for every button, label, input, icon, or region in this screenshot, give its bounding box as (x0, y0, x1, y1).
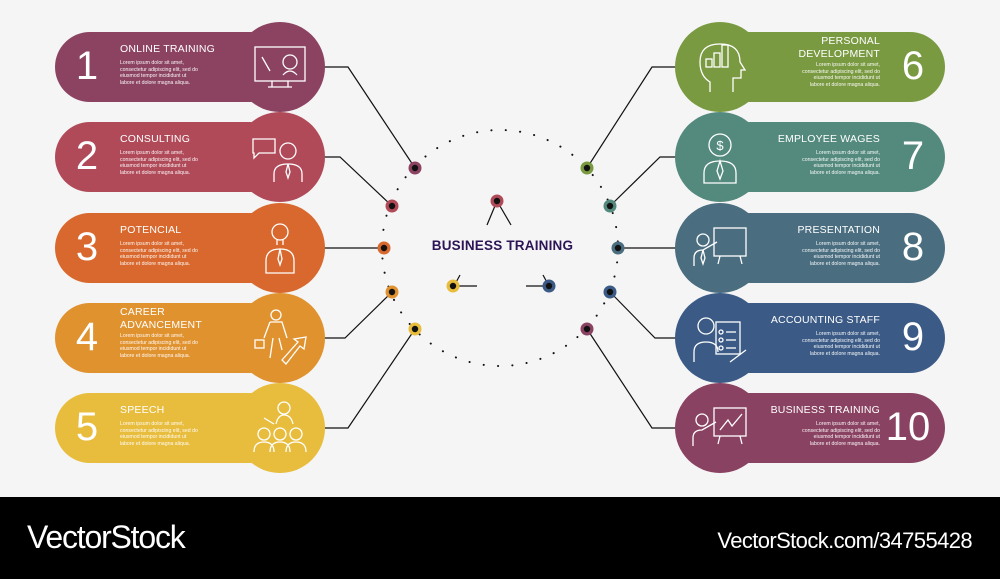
step-description: Lorem ipsum dolor sit amet, consectetur … (802, 150, 880, 176)
step-title: ACCOUNTING STAFF (770, 314, 880, 326)
step-title: PRESENTATION (797, 224, 880, 236)
step-title: ONLINE TRAINING (120, 43, 215, 55)
step-description: Lorem ipsum dolor sit amet, consectetur … (802, 421, 880, 447)
step-description: Lorem ipsum dolor sit amet, consectetur … (120, 421, 198, 447)
step-number: 5 (75, 405, 99, 449)
step-description: Lorem ipsum dolor sit amet, consectetur … (802, 331, 880, 357)
step-number: 4 (75, 315, 99, 359)
employee-dollar-icon: $ (703, 133, 737, 184)
step-number: 9 (901, 315, 925, 359)
svg-text:$: $ (716, 138, 724, 153)
step-number: 3 (75, 225, 99, 269)
online-training-icon (254, 46, 306, 88)
step-number: 6 (901, 44, 925, 88)
business-chart-icon (692, 407, 747, 446)
image-url: VectorStock.com/34755428 (717, 528, 972, 553)
head-growth-icon (699, 43, 747, 92)
step-description: Lorem ipsum dolor sit amet, consectetur … (802, 241, 880, 267)
step-description: Lorem ipsum dolor sit amet, consectetur … (120, 333, 198, 359)
step-title: SPEECH (120, 404, 165, 416)
infographic-canvas: BUSINESS TRAINING 1 ONLINE TRAINING Lore… (55, 22, 945, 473)
career-arrow-icon (254, 309, 307, 365)
step-number: 7 (901, 134, 925, 178)
vectorstock-logo: VectorStock (27, 519, 186, 555)
step-number: 1 (75, 44, 99, 88)
step-description: Lorem ipsum dolor sit amet, consectetur … (120, 241, 198, 267)
accounting-checklist-icon (693, 317, 747, 363)
watermark-footer: VectorStock VectorStock.com/34755428 (0, 497, 1000, 579)
step-number: 10 (885, 405, 931, 449)
step-title: POTENCIAL (120, 224, 182, 236)
step-title: CAREER ADVANCEMENT (120, 306, 202, 331)
speech-audience-icon (253, 401, 307, 453)
step-number: 2 (75, 134, 99, 178)
step-description: Lorem ipsum dolor sit amet, consectetur … (120, 150, 198, 176)
presentation-board-icon (693, 227, 747, 267)
center-title: BUSINESS TRAINING (431, 238, 574, 253)
step-title: PERSONAL DEVELOPMENT (798, 35, 880, 60)
step-number: 8 (901, 225, 925, 269)
step-description: Lorem ipsum dolor sit amet, consectetur … (802, 62, 880, 88)
step-description: Lorem ipsum dolor sit amet, consectetur … (120, 60, 198, 86)
consulting-icon (252, 138, 303, 182)
step-title: BUSINESS TRAINING (770, 404, 880, 416)
lightbulb-person-icon (265, 223, 295, 274)
step-title: EMPLOYEE WAGES (777, 133, 880, 145)
step-title: CONSULTING (120, 133, 191, 145)
